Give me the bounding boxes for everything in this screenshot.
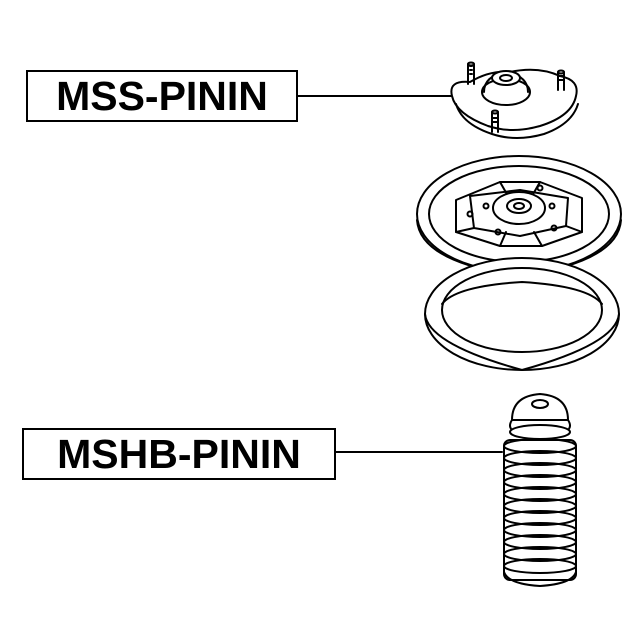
bump-stop-boot-part — [503, 393, 577, 587]
part-label-mount: MSS-PININ — [26, 70, 298, 122]
bearing-plate-part — [416, 155, 622, 277]
strut-mount-part — [450, 61, 579, 139]
bearing-ring-part — [424, 257, 620, 371]
part-label-boot: MSHB-PININ — [22, 428, 336, 480]
